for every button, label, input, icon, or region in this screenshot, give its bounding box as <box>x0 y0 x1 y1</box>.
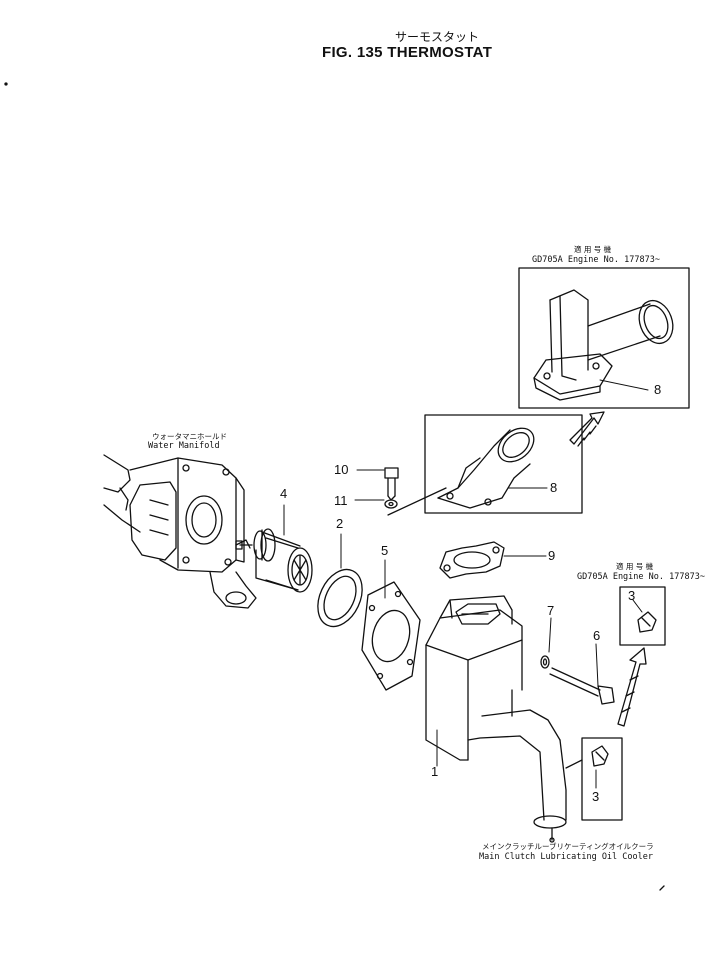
part-9-gasket <box>439 541 505 579</box>
callout-7: 7 <box>547 603 555 618</box>
oil-cooler-label: Main Clutch Lubricating Oil Cooler <box>479 852 653 862</box>
leader-lines <box>283 379 649 789</box>
callout-9: 9 <box>548 548 556 563</box>
part-11-washer <box>384 499 398 509</box>
part-10-bolt <box>384 467 399 501</box>
applicability-label-jp-top: 適 用 号 機 <box>574 245 612 254</box>
callout-3-lower: 3 <box>592 789 600 804</box>
callout-2: 2 <box>336 516 344 531</box>
callout-5: 5 <box>381 543 389 558</box>
hollow-arrow-upper <box>569 411 605 447</box>
callout-4: 4 <box>280 486 288 501</box>
callout-6: 6 <box>593 628 601 643</box>
oil-cooler-label-jp: メインクラッチルーブリケーティングオイルクーラ <box>482 842 654 851</box>
part-8-elbow-box <box>387 414 583 516</box>
callout-8-pipe: 8 <box>654 382 662 397</box>
callout-1: 1 <box>431 764 439 779</box>
part-2-gasket-ring <box>317 568 363 628</box>
part-3-plug-lower <box>565 737 623 821</box>
callout-11: 11 <box>334 493 348 508</box>
part-5-gasket-plate <box>361 581 421 691</box>
water-manifold-label-jp: ウォータマニホールド <box>152 432 227 441</box>
applicability-label-jp-right: 適 用 号 機 <box>616 562 654 571</box>
hollow-arrow-lower <box>617 647 647 727</box>
water-manifold <box>103 454 257 609</box>
part-3-plug-upper <box>619 586 666 646</box>
callout-3-upper: 3 <box>628 588 636 603</box>
callout-8-elbow: 8 <box>550 480 558 495</box>
figure-title: FIG. 135 THERMOSTAT <box>322 44 493 61</box>
part-1-housing <box>425 595 567 843</box>
figure-title-jp: サーモスタット <box>395 30 480 44</box>
callout-10: 10 <box>334 462 349 477</box>
applicability-label-top: GD705A Engine No. 177873~ <box>532 255 660 265</box>
part-6-bolt <box>549 667 615 705</box>
part-4-thermostat <box>235 528 313 593</box>
applicability-label-right: GD705A Engine No. 177873~ <box>577 572 705 582</box>
part-7-washer <box>540 655 550 669</box>
water-manifold-label: Water Manifold <box>148 441 220 451</box>
part-8-pipe-box <box>518 267 690 409</box>
